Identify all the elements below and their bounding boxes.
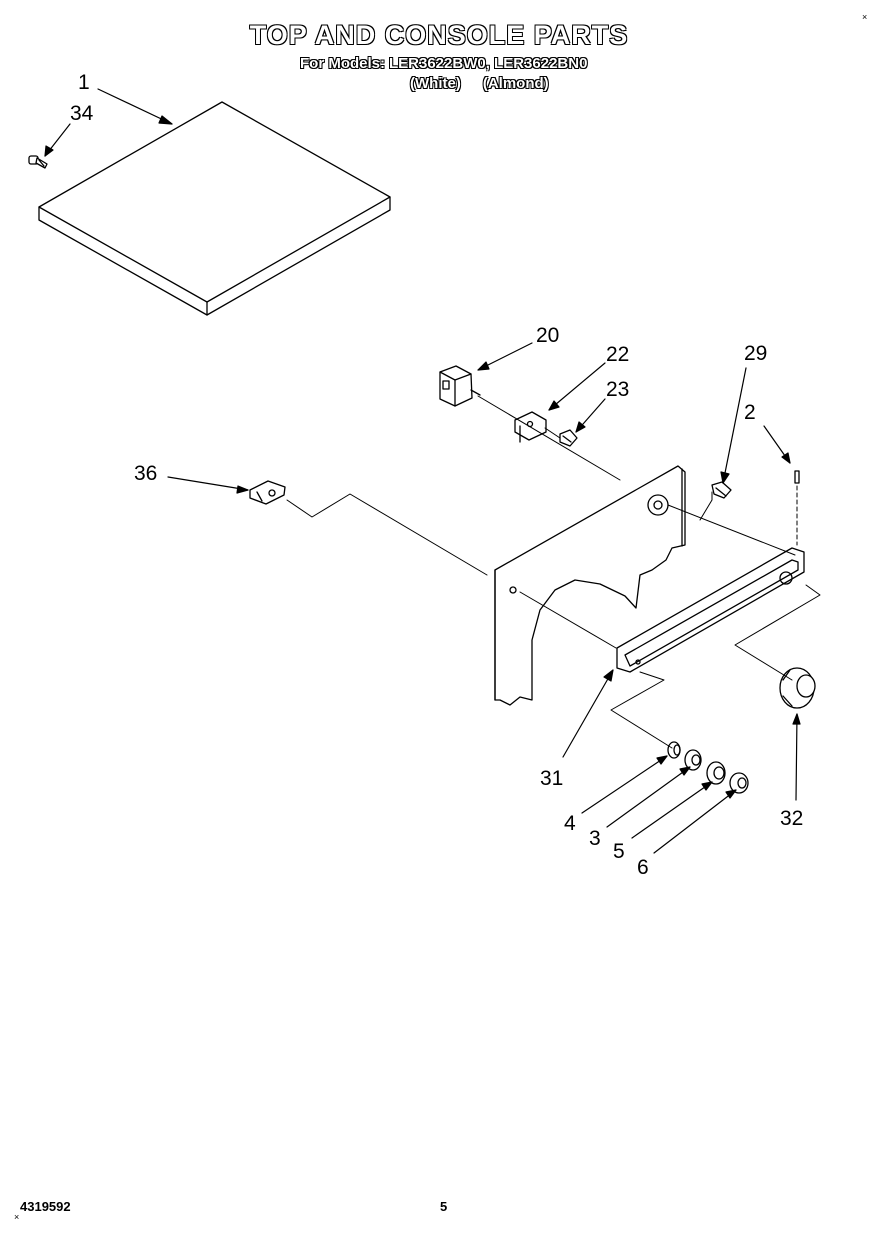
top-panel-part bbox=[38, 101, 391, 316]
leader-arrows bbox=[44, 88, 801, 854]
callout-2: 2 bbox=[744, 401, 756, 424]
switch-20-part bbox=[439, 365, 481, 407]
nut-3-part bbox=[684, 749, 702, 771]
document-number: 4319592 bbox=[20, 1199, 71, 1214]
callout-36: 36 bbox=[134, 462, 158, 485]
screw-23-part bbox=[559, 429, 578, 447]
callout-6: 6 bbox=[637, 856, 649, 879]
models-prefix: For Models: bbox=[300, 55, 385, 72]
model-line: For Models:LER3622BW0, LER3622BN0 bbox=[300, 55, 587, 72]
assembly-lines bbox=[286, 395, 821, 749]
color-almond: (Almond) bbox=[482, 75, 549, 92]
cap-6-part bbox=[729, 772, 749, 794]
callout-3: 3 bbox=[589, 827, 601, 850]
screw-29-part bbox=[711, 481, 732, 499]
bushing-5-part bbox=[706, 761, 726, 785]
page-number: 5 bbox=[440, 1199, 448, 1214]
callout-20: 20 bbox=[536, 324, 560, 347]
callout-31: 31 bbox=[540, 767, 564, 790]
color-white: (White) bbox=[410, 75, 461, 92]
screw-34-part bbox=[28, 155, 48, 169]
callout-23: 23 bbox=[606, 378, 630, 401]
callout-22: 22 bbox=[606, 343, 630, 366]
console-back-panel bbox=[494, 465, 686, 706]
connector-36-part bbox=[249, 480, 286, 505]
knob-32-part bbox=[779, 667, 816, 709]
color-line: (White) (Almond) bbox=[410, 75, 549, 92]
corner-mark-bottom: × bbox=[14, 1212, 20, 1222]
callout-5: 5 bbox=[613, 840, 625, 863]
callout-4: 4 bbox=[564, 812, 576, 835]
page-title: TOP AND CONSOLE PARTS bbox=[249, 20, 629, 50]
callout-34: 34 bbox=[70, 102, 94, 125]
callout-1: 1 bbox=[78, 71, 90, 94]
bracket-22-part bbox=[514, 411, 547, 443]
corner-mark-top: × bbox=[862, 12, 868, 22]
callout-29: 29 bbox=[744, 342, 768, 365]
pin-2-part bbox=[794, 470, 800, 484]
overlay-31-part bbox=[616, 547, 805, 673]
washer-4-part bbox=[667, 741, 681, 759]
callout-32: 32 bbox=[780, 807, 804, 830]
model-numbers: LER3622BW0, LER3622BN0 bbox=[389, 55, 588, 72]
